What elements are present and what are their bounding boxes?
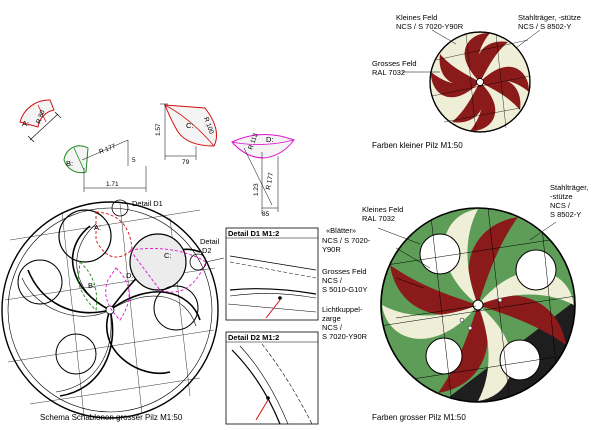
small-kleines-feld-1: Kleines Feld (396, 13, 437, 22)
detail-d2-title: Detail D2 M1:2 (228, 333, 279, 342)
large-stahl-1: Stahlträger, (550, 183, 588, 192)
schema-detail-d2-line2: D2 (202, 246, 212, 255)
large-lichtkuppel-1: Lichtkuppel- (322, 305, 363, 314)
schema-area-b: B: (88, 281, 95, 290)
large-grosses-feld-2: NCS / (322, 276, 343, 285)
template-d: D: R 113 1.23 R 177 85 (231, 132, 295, 218)
large-kleines-feld-2: RAL 7032 (362, 214, 395, 223)
small-grosses-feld-1: Grosses Feld (372, 59, 417, 68)
large-blaetter-1: «Blätter» (326, 226, 356, 235)
template-a-dim: R 80 (35, 109, 46, 125)
template-c-height: 1.57 (155, 123, 162, 136)
large-pilz: Kleines Feld RAL 7032 «Blätter» NCS / S … (322, 183, 588, 422)
small-grosses-feld-2: RAL 7032 (372, 68, 405, 77)
large-grosses-feld-3: S 5010-G10Y (322, 285, 367, 294)
schema-detail-d2-line1: Detail (200, 237, 220, 246)
large-stahl-2: -stütze (550, 192, 573, 201)
detail-box-d1: Detail D1 M1:2 (225, 227, 319, 321)
large-lichtkuppel-4: S 7020-Y90R (322, 332, 368, 341)
schema-area-d: D: (126, 271, 134, 280)
small-pilz: Kleines Feld NCS / S 7020-Y90R Stahlträg… (372, 13, 581, 150)
large-kleines-feld-1: Kleines Feld (362, 205, 403, 214)
detail-d1-title: Detail D1 M1:2 (228, 229, 279, 238)
template-d-radius: R 177 (265, 172, 275, 191)
large-grosses-feld-1: Grosses Feld (322, 267, 367, 276)
template-b-small: 5 (132, 157, 136, 164)
template-b-label: B: (66, 159, 73, 168)
large-lichtkuppel-2: zarge (322, 314, 341, 323)
schema-area-c: C: (164, 251, 172, 260)
template-c-width: 79 (182, 159, 190, 166)
schema-drawing: A: B: C: D: Detail D1 Detail D2 Schema S… (1, 199, 225, 422)
large-stahl-3: NCS / (550, 201, 571, 210)
template-c: C: 1.57 R 100 79 (155, 103, 217, 166)
schema-detail-d1: Detail D1 (132, 199, 163, 208)
small-kleines-feld-2: NCS / S 7020-Y90R (396, 22, 464, 31)
schema-caption: Schema Schablonen grosser Pilz M1:50 (40, 413, 183, 422)
template-b-radius: R 177 (98, 143, 117, 156)
large-lichtkuppel-3: NCS / (322, 323, 343, 332)
schema-area-a: A: (94, 223, 101, 232)
template-a: A: R 80 (19, 99, 62, 143)
template-b: B: R 177 5 1.71 (63, 139, 147, 192)
template-c-label: C: (186, 121, 194, 130)
large-blaetter-2: NCS / S 7020- (322, 236, 371, 245)
small-pilz-caption: Farben kleiner Pilz M1:50 (372, 141, 463, 150)
large-pilz-caption: Farben grosser Pilz M1:50 (372, 413, 466, 422)
large-blaetter-3: Y90R (322, 245, 341, 254)
template-d-height: 1.23 (253, 183, 260, 196)
large-stahl-4: S 8502-Y (550, 210, 581, 219)
template-d-label: D: (266, 135, 274, 144)
template-b-length: 1.71 (106, 181, 119, 188)
detail-box-d2: Detail D2 M1:2 (225, 331, 319, 425)
small-stahl-2: NCS / S 8502-Y (518, 22, 571, 31)
template-a-label: A: (22, 119, 29, 128)
template-d-width: 85 (262, 211, 270, 218)
small-stahl-1: Stahlträger, -stütze (518, 13, 581, 22)
